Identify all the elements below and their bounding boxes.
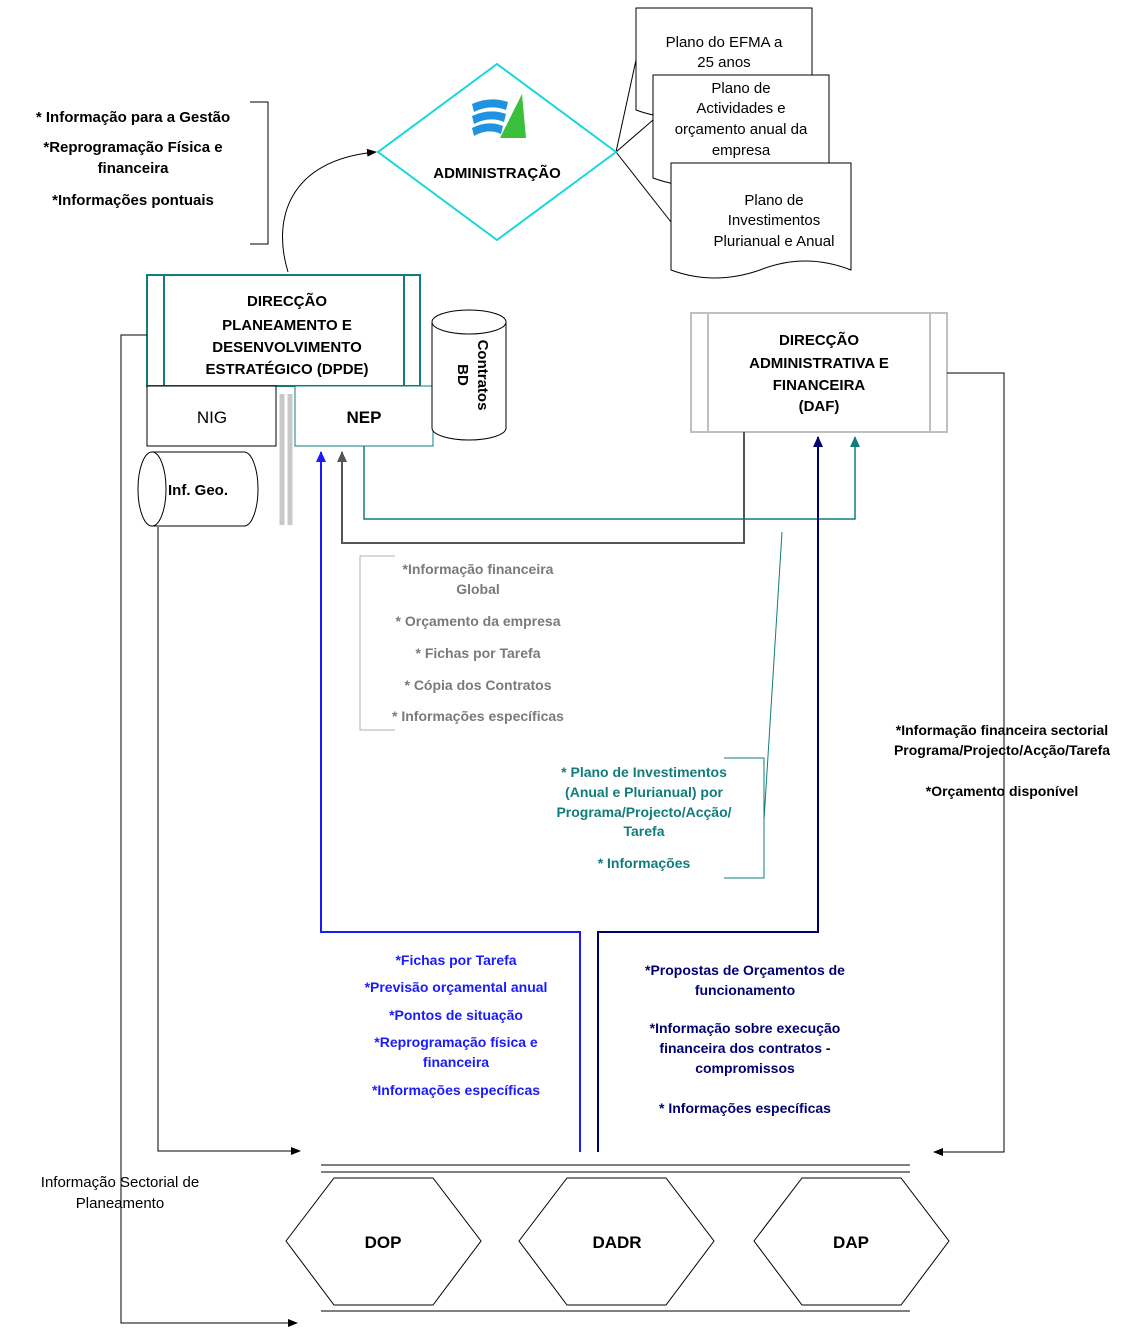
- flow-dpde-to-bottom: [120, 334, 298, 1327]
- blue-info-item: *Previsão orçamental anual: [365, 979, 548, 995]
- top-info-line4: *Informações pontuais: [52, 192, 214, 209]
- efma-logo-icon: [472, 94, 526, 138]
- navy-info-item: financeira dos contratos -: [659, 1040, 830, 1056]
- inf-geo-label: Inf. Geo.: [168, 482, 228, 499]
- doc-plano-actividades-line1: Plano de: [711, 80, 770, 97]
- doc-plano-efma-line2: 25 anos: [697, 54, 750, 71]
- teal-info-item: (Anual e Plurianual) por: [565, 784, 723, 800]
- unit-dop: DOP: [285, 1177, 482, 1306]
- gray-info-list: *Informação financeira Global * Orçament…: [392, 561, 564, 724]
- connector-pipes: [279, 394, 293, 525]
- blue-info-item: *Pontos de situação: [389, 1007, 523, 1023]
- daf-line1: DIRECÇÃO: [779, 331, 859, 349]
- dpde-line4: ESTRATÉGICO (DPDE): [205, 361, 368, 378]
- right-info-line1: *Informação financeira sectorial: [896, 722, 1108, 738]
- top-info-line1: * Informação para a Gestão: [36, 109, 230, 126]
- teal-info-item: Tarefa: [624, 823, 665, 839]
- teal-info-item: Programa/Projecto/Acção/: [556, 804, 731, 820]
- bd-contratos-database-icon: BD Contratos: [431, 309, 507, 441]
- administracao-label: ADMINISTRAÇÃO: [433, 164, 561, 182]
- blue-info-item: *Informações específicas: [372, 1082, 540, 1098]
- right-info-line2: Programa/Projecto/Acção/Tarefa: [894, 742, 1110, 758]
- nig-label: NIG: [197, 408, 227, 427]
- doc-plano-actividades-line3: orçamento anual da: [675, 121, 808, 138]
- daf-box: DIRECÇÃO ADMINISTRATIVA E FINANCEIRA (DA…: [690, 312, 948, 433]
- unit-dop-label: DOP: [365, 1233, 402, 1252]
- dpde-box: DIRECÇÃO PLANEAMENTO E DESENVOLVIMENTO E…: [146, 274, 421, 387]
- doc-plano-investimentos-line1: Plano de: [744, 192, 803, 209]
- doc-plano-investimentos: Plano de Investimentos Plurianual e Anua…: [670, 162, 852, 279]
- flow-units-to-daf: [597, 436, 823, 1152]
- navy-info-item: * Informações específicas: [659, 1100, 831, 1116]
- inf-geo-database-icon: Inf. Geo.: [137, 451, 259, 527]
- doc-plano-efma-line1: Plano do EFMA a: [666, 34, 783, 51]
- doc-plano-investimentos-line2: Investimentos: [728, 212, 821, 229]
- flow-nep-to-daf: [363, 436, 860, 520]
- gray-info-item: * Cópia dos Contratos: [404, 677, 551, 693]
- doc-plano-actividades: Plano de Actividades e orçamento anual d…: [652, 74, 830, 187]
- gray-info-item: * Informações específicas: [392, 708, 564, 724]
- nep-label: NEP: [347, 408, 382, 427]
- navy-info-list: *Propostas de Orçamentos de funcionament…: [645, 962, 845, 1116]
- unit-dadr: DADR: [518, 1177, 715, 1306]
- contratos-label: Contratos: [474, 340, 491, 411]
- doc-plano-actividades-line4: empresa: [712, 142, 771, 159]
- teal-info-connector: [763, 531, 783, 821]
- flow-units-to-nep: [316, 451, 581, 1152]
- dpde-line3: DESENVOLVIMENTO: [212, 339, 362, 356]
- gray-info-item: * Orçamento da empresa: [396, 613, 561, 629]
- right-info-line3: *Orçamento disponível: [926, 783, 1078, 799]
- gray-info-item: *Informação financeira: [403, 561, 554, 577]
- gray-info-item: * Fichas por Tarefa: [415, 645, 540, 661]
- flow-daf-to-nep: [337, 432, 745, 544]
- top-info-line2: *Reprogramação Física e: [43, 139, 222, 156]
- gray-info-item: Global: [456, 581, 500, 597]
- blue-info-item: financeira: [423, 1054, 489, 1070]
- sectorial-line2: Planeamento: [76, 1195, 164, 1212]
- blue-info-list: *Fichas por Tarefa *Previsão orçamental …: [365, 952, 548, 1098]
- top-info-bracket: [250, 101, 269, 245]
- administracao-diamond: [376, 62, 618, 242]
- teal-info-item: * Plano de Investimentos: [561, 764, 727, 780]
- navy-info-item: compromissos: [695, 1060, 795, 1076]
- sectorial-line1: Informação Sectorial de: [41, 1174, 199, 1191]
- navy-info-item: *Propostas de Orçamentos de: [645, 962, 845, 978]
- teal-info-list: * Plano de Investimentos (Anual e Pluria…: [556, 764, 731, 871]
- gray-info-bracket: [359, 555, 395, 731]
- daf-line4: (DAF): [799, 398, 840, 415]
- daf-line2: ADMINISTRATIVA E: [749, 355, 889, 372]
- navy-info-item: funcionamento: [695, 982, 795, 998]
- flow-daf-to-units: [933, 372, 1005, 1156]
- unit-dap: DAP: [753, 1177, 950, 1306]
- blue-info-item: *Reprogramação física e: [374, 1034, 538, 1050]
- doc-plano-investimentos-line3: Plurianual e Anual: [714, 233, 835, 250]
- daf-line3: FINANCEIRA: [773, 377, 866, 394]
- document-connectors: [615, 59, 672, 223]
- unit-dadr-label: DADR: [592, 1233, 641, 1252]
- flow-geo-to-units: [157, 527, 301, 1155]
- arrow-dpde-to-admin: [282, 148, 377, 273]
- doc-plano-actividades-line2: Actividades e: [696, 100, 785, 117]
- dpde-line2: PLANEAMENTO E: [222, 317, 352, 334]
- nig-box: [146, 385, 277, 447]
- blue-info-item: *Fichas por Tarefa: [395, 952, 516, 968]
- dpde-line1: DIRECÇÃO: [247, 292, 327, 310]
- unit-dap-label: DAP: [833, 1233, 869, 1252]
- top-info-line3: financeira: [98, 160, 170, 177]
- navy-info-item: *Informação sobre execução: [650, 1020, 841, 1036]
- bd-label: BD: [454, 364, 471, 386]
- teal-info-item: * Informações: [598, 855, 691, 871]
